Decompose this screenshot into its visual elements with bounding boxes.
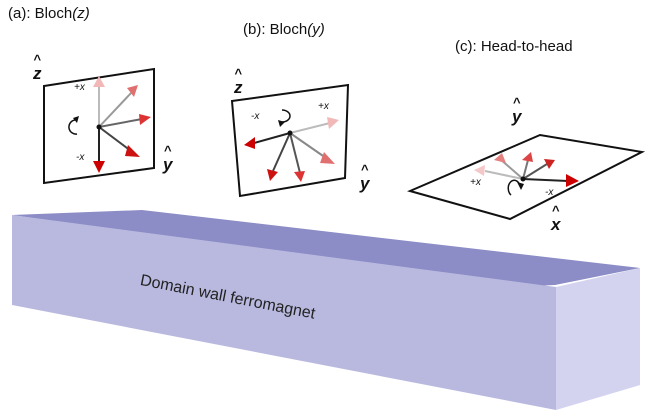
panel-b-rotation-icon [281, 109, 291, 123]
slab-top-face [12, 210, 640, 287]
panel-b-arrows [244, 117, 339, 182]
panel-b-axis-z: z [234, 78, 243, 98]
panel-a-arrows [93, 76, 151, 173]
slab-front-face [12, 215, 556, 410]
panel-c-head-to-head [407, 133, 646, 221]
panel-b-plane [230, 83, 350, 198]
panel-c-title: (c): Head-to-head [455, 38, 573, 55]
panel-c-axis-x: x [551, 215, 560, 235]
panel-c-arrows [474, 152, 579, 187]
panel-b-bloch-y [230, 83, 350, 198]
panel-c-axis-y: y [512, 107, 521, 127]
panel-c-minus-x: -x [545, 187, 554, 198]
ferromagnet-slab [12, 210, 640, 410]
panel-b-axis-y: y [360, 174, 369, 194]
panel-b-plus-x: +x [318, 101, 329, 112]
panel-a-title: (a): Bloch(z) [8, 5, 90, 22]
panel-a-bloch-z [43, 67, 155, 185]
panel-c-plus-x: +x [470, 177, 481, 188]
panel-a-plus-x: +x [74, 82, 85, 93]
panel-a-axis-z: z [33, 64, 42, 84]
panel-a-minus-x: -x [76, 152, 85, 163]
slab-side-face [556, 268, 640, 410]
panel-a-axis-y: y [163, 155, 172, 175]
panel-b-minus-x: -x [251, 111, 260, 122]
panel-b-title: (b): Bloch(y) [243, 21, 325, 38]
panel-a-rotation-icon [68, 119, 78, 135]
